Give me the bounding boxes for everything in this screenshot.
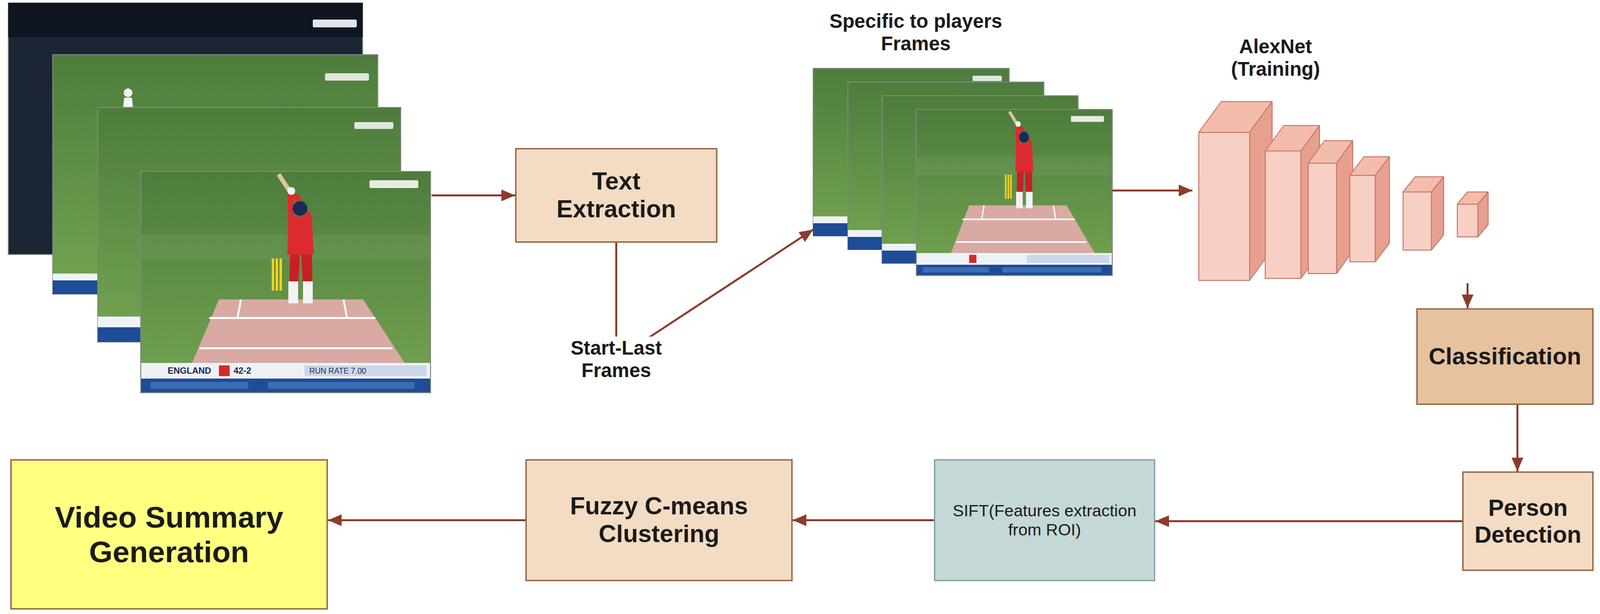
- box-label: Fuzzy C-means Clustering: [556, 492, 762, 549]
- cnn-layers: [1198, 101, 1489, 281]
- frame-outline: [916, 109, 1113, 276]
- flow-arrow: [431, 194, 516, 197]
- flow-arrow: [1466, 283, 1469, 309]
- layer-face: [1308, 163, 1337, 274]
- box-label: Classification: [1428, 343, 1581, 370]
- layer-face: [1457, 204, 1478, 238]
- layer-side: [1477, 192, 1489, 238]
- box-label: Video Summary Generation: [22, 499, 316, 570]
- stadium-stand: [8, 2, 363, 38]
- box-label: Person Detection: [1472, 494, 1584, 549]
- layer-side: [1431, 176, 1444, 251]
- frame-stack: Specific to players Frames: [813, 9, 1113, 278]
- scoreboard-text: ENGLAND: [167, 365, 212, 377]
- flow-arrow: [792, 519, 934, 522]
- edge-label: Start-Last Frames: [549, 336, 683, 382]
- video-frame: [916, 109, 1113, 276]
- flow-arrow: [327, 519, 526, 522]
- box-label: SIFT(Features extraction from ROI): [944, 501, 1146, 540]
- flow-arrow: [1112, 189, 1193, 192]
- layer-face: [1349, 175, 1376, 262]
- scoreboard-text: 42-2: [233, 365, 252, 377]
- process-box: Fuzzy C-means Clustering: [525, 459, 793, 582]
- process-box: SIFT(Features extraction from ROI): [933, 459, 1156, 582]
- layer-face: [1265, 151, 1301, 279]
- fielder-head: [123, 88, 133, 98]
- box-label: Text Extraction: [535, 167, 697, 224]
- channel-logo: [972, 75, 1002, 82]
- channel-logo: [324, 73, 369, 81]
- group-heading: AlexNet (Training): [1202, 35, 1349, 81]
- connectors: [327, 190, 1518, 522]
- layer-side: [1375, 156, 1390, 262]
- process-box: Classification: [1416, 308, 1594, 406]
- cnn-block: AlexNet (Training): [1192, 29, 1501, 284]
- group-heading: Specific to players Frames: [813, 9, 1019, 55]
- video-frame: [140, 171, 431, 393]
- flow-arrow: [1516, 405, 1519, 472]
- process-box: Person Detection: [1462, 471, 1594, 572]
- channel-logo: [354, 122, 394, 130]
- process-box: Text Extraction: [515, 148, 718, 243]
- video-frame-stack: ENGLAND 42-2 RUN RATE 7.00: [8, 2, 432, 394]
- layer-face: [1198, 132, 1250, 281]
- scoreboard-text: RUN RATE 7.00: [309, 366, 367, 377]
- flow-arrow: [1155, 520, 1463, 523]
- channel-logo: [312, 19, 357, 28]
- frame-outline: [140, 171, 431, 393]
- layer-face: [1403, 192, 1432, 251]
- output-box: Video Summary Generation: [10, 459, 328, 610]
